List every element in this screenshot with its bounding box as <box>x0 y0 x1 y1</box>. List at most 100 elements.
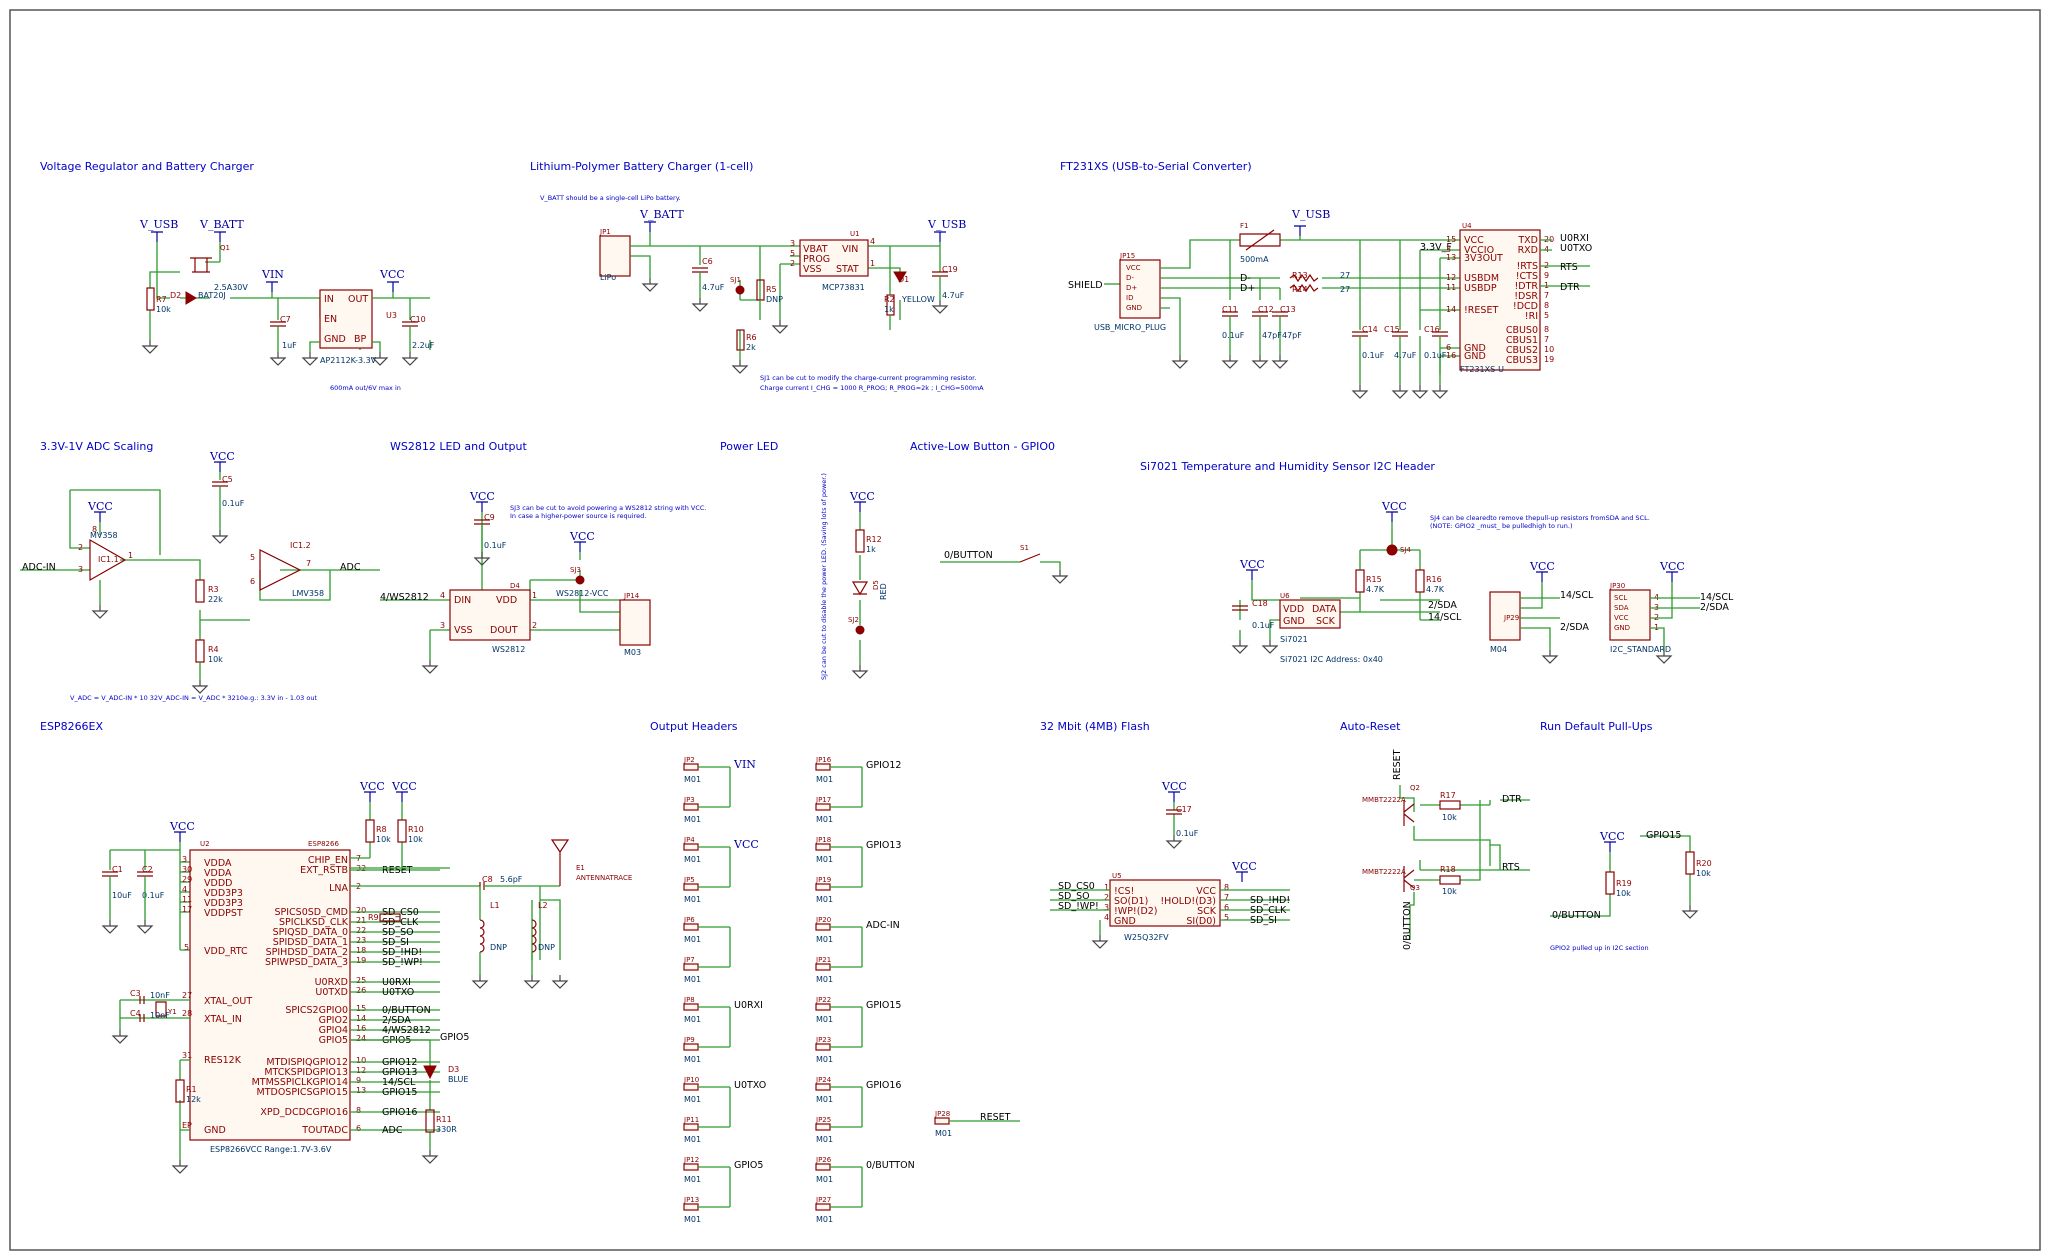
esp-pinnum-r17: 9 <box>356 1076 361 1085</box>
jp25-value: M01 <box>816 1135 833 1144</box>
jp15-usb-connector <box>1119 259 1161 319</box>
u5-lnet-0: SD_CS0 <box>1058 881 1095 892</box>
c19-ref: C19 <box>942 265 958 274</box>
r15-value: 4.7K <box>1366 585 1385 594</box>
vbatt-label: V_BATT <box>199 218 244 231</box>
esp-pin-spics2gpio0: SPICS2GPIO0 <box>285 1005 348 1016</box>
jp22-value: M01 <box>816 1015 833 1024</box>
sj3-value: WS2812-VCC <box>556 589 609 598</box>
jp26-value: M01 <box>816 1175 833 1184</box>
d4-pin-dout: DOUT <box>490 625 518 636</box>
jp6-pin <box>683 923 699 931</box>
jp10-pin <box>683 1083 699 1091</box>
vcc-label-jp30: VCC <box>1659 560 1685 573</box>
esp-net-gpio13: GPIO13 <box>382 1067 417 1078</box>
esp-net-sdclk: SD_CLK <box>382 917 419 928</box>
r1-ref: R1 <box>186 1085 197 1094</box>
u4-pin-usbdm: USBDM <box>1464 273 1499 284</box>
pullups-section: VCC R19 10k R20 10k GPIO15 0/BUTTON GPIO… <box>1550 830 1712 952</box>
esp-pin-mtckspidgpio13: MTCKSPIDGPIO13 <box>264 1067 348 1078</box>
u1-charger-ic <box>799 239 869 277</box>
u5-pinnum-l2: 3 <box>1104 903 1109 912</box>
jp20-net: ADC-IN <box>866 920 900 931</box>
sj3-jumper <box>575 575 585 585</box>
rts-net: RTS <box>1560 262 1578 273</box>
r6-ref: R6 <box>746 333 757 342</box>
f1-ref: F1 <box>1240 222 1248 230</box>
jp8-pin <box>683 1003 699 1011</box>
ic11-pin-8: 8 <box>92 525 97 534</box>
jp22-pin <box>815 1003 831 1011</box>
si-sda-net: 2/SDA <box>1428 600 1457 611</box>
u4-pin-vccio: VCCIO <box>1464 245 1494 256</box>
r10-ref: R10 <box>408 825 424 834</box>
pu-gpio15-net: GPIO15 <box>1646 830 1681 841</box>
esp-net-sdwp: SD_!WP! <box>382 957 423 968</box>
u4-pin-dsr: !DSR <box>1514 291 1538 302</box>
d4-pinnum-2: 2 <box>532 621 537 630</box>
vcc-label-adc2: VCC <box>209 450 235 463</box>
r15-ref: R15 <box>1366 575 1382 584</box>
c3-value: 10nF <box>150 991 170 1000</box>
note-ldo: 600mA out/6V max in <box>330 384 401 392</box>
note-sj3b: In case a higher-power source is require… <box>510 512 646 520</box>
esp-pinnum-r20: 6 <box>356 1124 361 1133</box>
esp-pinnum-31: 31 <box>182 1051 192 1060</box>
button-section: 0/BUTTON S1 <box>940 544 1068 584</box>
c14-ref: C14 <box>1362 325 1378 334</box>
u1-pin-vin: VIN <box>842 244 858 255</box>
u5-ref: U5 <box>1112 872 1122 880</box>
vcc-label-esp: VCC <box>169 820 195 833</box>
d2-diode <box>185 291 197 305</box>
c16-value: 0.1uF <box>1424 351 1447 360</box>
c8-ref: C8 <box>482 875 493 884</box>
r17-ref: R17 <box>1440 791 1456 800</box>
u4-value: FT231XS-U <box>1460 365 1504 374</box>
jp23-pin <box>815 1043 831 1051</box>
jp30-value: I2C_STANDARD <box>1610 645 1671 654</box>
esp-pin-mtmsspiclkgpio14: MTMSSPICLKGPIO14 <box>252 1077 348 1088</box>
u5-pin-l1: SO(D1) <box>1114 896 1148 907</box>
r7-ref: R7 <box>156 295 167 304</box>
ar-rts-net: RTS <box>1502 862 1520 873</box>
vusb-label: V_USB <box>139 218 178 231</box>
r12-resistor <box>855 529 865 553</box>
esp-pin-xtal-out: XTAL_OUT <box>204 996 252 1007</box>
esp-pinnum-r9: 25 <box>356 976 366 985</box>
jp21-ref: JP21 <box>815 956 831 964</box>
c11-value: 0.1uF <box>1222 331 1245 340</box>
u4-pin-gnd: GND <box>1464 343 1486 354</box>
u5-flash <box>1109 879 1221 927</box>
r6-value: 2k <box>746 343 756 352</box>
esp-pinnum-r19: 8 <box>356 1106 361 1115</box>
c2-value: 0.1uF <box>142 891 165 900</box>
esp-pin-res12k: RES12K <box>204 1055 242 1066</box>
u4-pinnum-r11: 19 <box>1544 355 1554 364</box>
r12-value: 1k <box>866 545 876 554</box>
jp30-pin-gnd: GND <box>1614 624 1630 632</box>
jp28-value: M01 <box>935 1129 952 1138</box>
jp1-connector <box>599 235 631 277</box>
esp-pinnum-l2: 29 <box>182 875 192 884</box>
vcc-label-ws1: VCC <box>469 490 495 503</box>
jp20-pin <box>815 923 831 931</box>
jp10-value: M01 <box>684 1095 701 1104</box>
esp-pin-vdda: VDDA <box>204 858 232 869</box>
u5-value: W25Q32FV <box>1124 933 1169 942</box>
e1-ref: E1 <box>576 864 585 872</box>
jp4-ref: JP4 <box>683 836 695 844</box>
r18-ref: R18 <box>1440 865 1456 874</box>
d4-pin-vdd: VDD <box>496 595 517 606</box>
jp15-ref: JP15 <box>1119 252 1135 260</box>
u5-pin-r2: SCK <box>1197 906 1217 917</box>
r10-resistor <box>397 819 407 843</box>
d3-ref: D3 <box>448 1065 459 1074</box>
c11-ref: C11 <box>1222 305 1238 314</box>
note-si-addr: Si7021 I2C Address: 0x40 <box>1280 655 1383 664</box>
si7021-section: VCC VCC SJ4 R15 4.7K R16 4.7K 2/SDA 14/S… <box>1232 500 1734 664</box>
d4-ws2812-led <box>449 589 531 641</box>
esp-pin-vddrtc: VDD_RTC <box>204 946 248 957</box>
c13-ref: C13 <box>1280 305 1296 314</box>
jp9-ref: JP9 <box>683 1036 695 1044</box>
r5-ref: R5 <box>766 285 777 294</box>
